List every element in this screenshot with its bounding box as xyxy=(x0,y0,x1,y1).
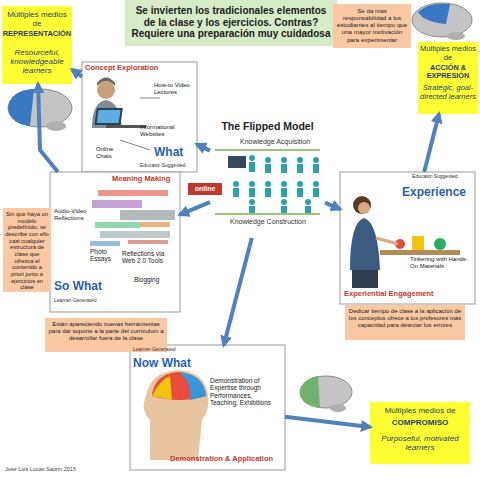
node-text: Tinkering with Hands-On Materials xyxy=(410,256,470,270)
flow-arrow xyxy=(180,202,210,215)
node-text: What xyxy=(154,146,194,160)
model-box: The Flipped ModelKnowledge Acquisitionon… xyxy=(210,118,325,238)
node-text: online xyxy=(188,183,222,195)
phase-panel: Meaning MakingAudio-Video ReflectionsPho… xyxy=(50,172,180,312)
node-text: How-to Video Lectures xyxy=(154,82,194,96)
flow-arrow xyxy=(197,144,210,150)
node-text: Múltiples medios de xyxy=(4,10,70,28)
note-box: Sin que haya un modelo predefinido, se d… xyxy=(3,208,51,292)
node-text: ACCIÓN & EXPRESIÓN xyxy=(419,64,477,81)
node-text: Múltiples medios de xyxy=(420,45,476,62)
node-text: Knowledge Construction xyxy=(230,218,325,226)
head-brain xyxy=(144,370,209,460)
node-text: Experiential Engagement xyxy=(344,290,472,299)
node-text: Knowledge Acquisition xyxy=(240,138,325,146)
flow-arrow xyxy=(38,84,58,172)
node-text: Audio-Video Reflections xyxy=(54,208,92,222)
classroom-figures xyxy=(215,150,320,214)
flow-arrow xyxy=(285,417,370,427)
node-text: Learner-Generated xyxy=(54,298,134,304)
node-text: Online Chats xyxy=(96,146,130,160)
watermark: José Luis Lucas Saorín 2015 xyxy=(5,466,205,472)
flow-arrow xyxy=(424,114,439,172)
node-text: So What xyxy=(54,280,124,294)
node-text: Se da mas responsabilidad a los estudian… xyxy=(336,7,408,43)
node-text: The Flipped Model xyxy=(210,120,325,132)
note-box: Se da mas responsabilidad a los estudian… xyxy=(333,4,411,48)
node-text: Photo Essays xyxy=(90,248,122,263)
brain-representation xyxy=(8,89,72,131)
node-text: Sin que haya un modelo predefinido, se d… xyxy=(5,211,49,291)
node-text: Blogging xyxy=(134,276,174,283)
node-text: Now What xyxy=(133,357,213,371)
node-text: COMPROMISO xyxy=(373,418,467,427)
node-text: Purposeful, motivated learners xyxy=(373,434,467,452)
phase-panel: Learner-GeneratedNow WhatDemonstration o… xyxy=(130,345,285,470)
node-text: Se invierten los tradicionales elementos… xyxy=(129,5,333,40)
node-text: Dedicar tiempo de clase a la aplicación … xyxy=(348,308,462,329)
node-text: Demonstration of Expertise through Perfo… xyxy=(210,377,280,407)
node-text: Concept Exploration xyxy=(85,64,185,73)
node-text: Learner-Generated xyxy=(133,347,203,353)
node-text: Educator-Suggested xyxy=(412,174,474,180)
principle-box: Múltiples medios de COMPROMISO Purposeful,… xyxy=(370,402,470,464)
word-cloud xyxy=(90,190,175,246)
node-text: Están apareciendo nuevas herramientas pa… xyxy=(48,321,164,342)
brain-engagement xyxy=(300,376,352,412)
flow-arrow xyxy=(325,203,340,210)
node-text: REPRESENTACIÓN xyxy=(2,30,72,39)
phase-panel: Concept ExplorationHow-to Video Lectures… xyxy=(82,62,197,172)
note-box: Dedicar tiempo de clase a la aplicación … xyxy=(345,305,465,340)
node-text: Resourceful, knowledgeable learners xyxy=(5,48,69,76)
principle-box: Múltiples medios de ACCIÓN & EXPRESIÓN Str… xyxy=(418,42,478,114)
principle-box: Múltiples medios de REPRESENTACIÓN Resourc… xyxy=(2,6,72,84)
node-text: Informational Websites xyxy=(140,124,194,138)
node-text: Demonstration & Application xyxy=(170,455,282,464)
node-text: Meaning Making xyxy=(112,175,178,184)
man-laptop xyxy=(92,78,160,151)
flow-arrow xyxy=(224,238,252,345)
brain-action xyxy=(412,3,472,40)
girl-tinkering xyxy=(350,196,460,288)
node-text: Reflections via Web 2.0 Tools xyxy=(122,250,176,265)
node-text: Experience xyxy=(402,186,474,200)
node-text: Strategic, goal-directed learners xyxy=(420,84,476,101)
phase-panel: Educator-SuggestedExperienceTinkering wi… xyxy=(340,172,475,304)
flow-arrow xyxy=(72,70,82,77)
node-text: Múltiples medios de xyxy=(373,406,467,415)
note-banner: Se invierten los tradicionales elementos… xyxy=(125,0,337,46)
node-text: Educator-Suggested xyxy=(140,163,196,169)
